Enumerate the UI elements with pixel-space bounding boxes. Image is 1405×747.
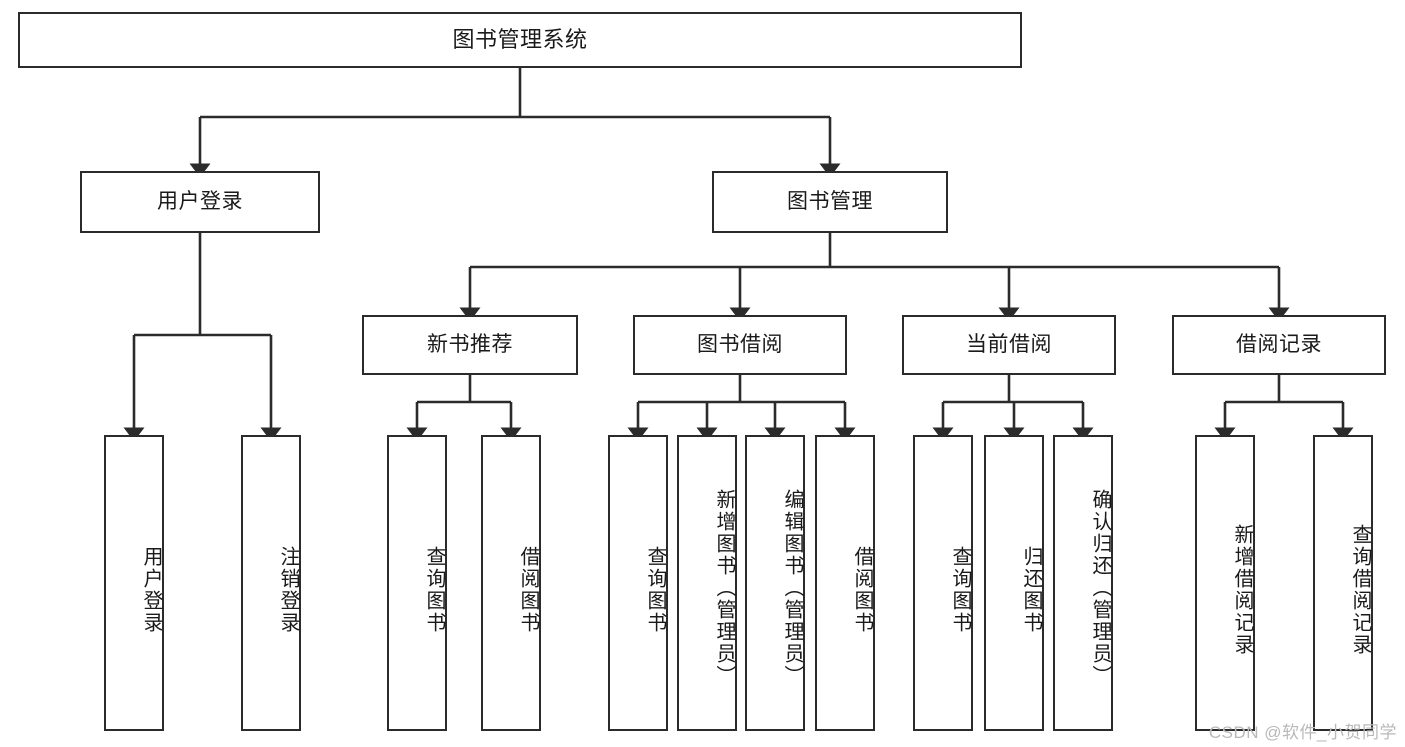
- node-label: 借阅记录: [1236, 333, 1322, 357]
- node-leaf-confirm-return-admin[interactable]: 确认归还（管理员）: [1053, 435, 1113, 731]
- node-leaf-add-book-admin[interactable]: 新增图书（管理员）: [677, 435, 737, 731]
- node-current-borrow[interactable]: 当前借阅: [902, 315, 1116, 375]
- node-label: 图书管理系统: [452, 26, 588, 52]
- node-leaf-borrow-book-2[interactable]: 借阅图书: [815, 435, 875, 731]
- node-leaf-query-book-3[interactable]: 查询图书: [913, 435, 973, 731]
- node-book-manage[interactable]: 图书管理: [712, 171, 948, 233]
- node-leaf-query-borrow-record[interactable]: 查询借阅记录: [1313, 435, 1373, 731]
- node-label: 查询图书: [949, 546, 971, 634]
- node-leaf-return-book[interactable]: 归还图书: [984, 435, 1044, 731]
- node-leaf-query-book-1[interactable]: 查询图书: [387, 435, 447, 731]
- node-new-book-rec[interactable]: 新书推荐: [362, 315, 578, 375]
- node-leaf-add-borrow-record[interactable]: 新增借阅记录: [1195, 435, 1255, 731]
- node-book-borrow[interactable]: 图书借阅: [633, 315, 847, 375]
- node-label: 查询图书: [644, 546, 666, 634]
- node-label: 借阅图书: [517, 546, 539, 634]
- node-label: 借阅图书: [851, 546, 873, 634]
- node-label: 当前借阅: [966, 333, 1052, 357]
- node-label: 图书管理: [787, 190, 873, 214]
- node-leaf-edit-book-admin[interactable]: 编辑图书（管理员）: [745, 435, 805, 731]
- node-label: 用户登录: [157, 190, 243, 214]
- node-label: 新增借阅记录: [1231, 524, 1253, 656]
- node-label: 确认归还（管理员）: [1089, 489, 1111, 687]
- node-label: 用户登录: [140, 546, 162, 634]
- node-root[interactable]: 图书管理系统: [18, 12, 1022, 68]
- node-label: 查询借阅记录: [1349, 524, 1371, 656]
- node-leaf-user-login[interactable]: 用户登录: [104, 435, 164, 731]
- node-user-login[interactable]: 用户登录: [80, 171, 320, 233]
- node-label: 归还图书: [1020, 546, 1042, 634]
- node-label: 新增图书（管理员）: [713, 489, 735, 687]
- node-label: 图书借阅: [697, 333, 783, 357]
- node-label: 编辑图书（管理员）: [781, 489, 803, 687]
- node-borrow-record[interactable]: 借阅记录: [1172, 315, 1386, 375]
- node-label: 注销登录: [277, 546, 299, 634]
- csdn-watermark: CSDN @软件_小贺同学: [1208, 723, 1397, 742]
- node-leaf-query-book-2[interactable]: 查询图书: [608, 435, 668, 731]
- node-label: 新书推荐: [427, 333, 513, 357]
- node-leaf-borrow-book-1[interactable]: 借阅图书: [481, 435, 541, 731]
- node-label: 查询图书: [423, 546, 445, 634]
- node-leaf-user-logout[interactable]: 注销登录: [241, 435, 301, 731]
